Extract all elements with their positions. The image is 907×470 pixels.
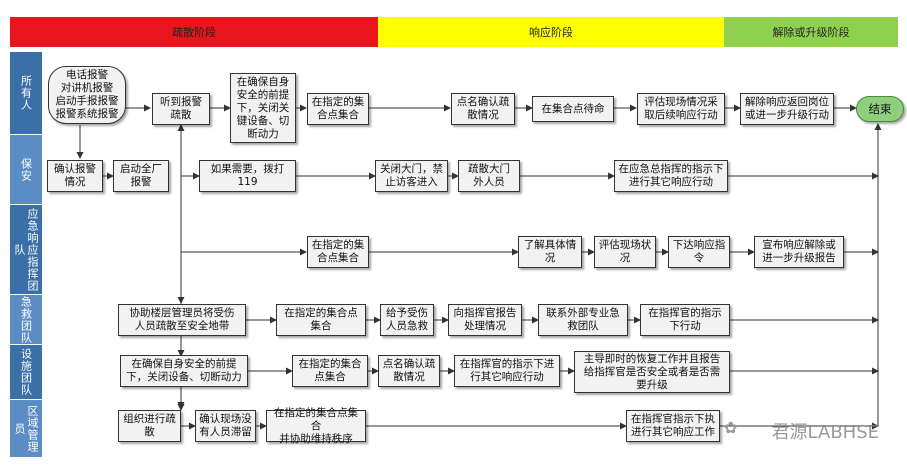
wait-at-assembly-node: 在集合点待命	[532, 96, 614, 122]
wechat-icon: ✿	[724, 418, 738, 437]
confirm-alarm-node: 确认报警 情况	[47, 160, 103, 192]
end-node: 结束	[856, 96, 904, 122]
security-follow-cmd-node: 在应急总指挥的指示下 进行其它响应行动	[614, 160, 728, 192]
fac-restore-node: 主导即时的恢复工作并且报告 给指挥官是否安全或者是否需 要升级	[574, 351, 730, 393]
cmd-gather-node: 在指定的集 合点集合	[307, 236, 369, 268]
cmd-order-node: 下达响应指 令	[668, 236, 730, 268]
phase-evacuation: 疏散阶段	[10, 17, 378, 47]
lane-area-manager: 区域管理员	[10, 400, 42, 458]
dial-119-node: 如果需要，拨打 119	[199, 160, 296, 192]
lane-everyone: 所有人	[10, 52, 42, 135]
cmd-announce-node: 宣布响应解除或 进一步升级报告	[754, 236, 844, 268]
cmd-understand-node: 了解具体情 况	[518, 236, 582, 268]
assess-site-node: 评估现场情况采 取后续响应行动	[637, 93, 725, 125]
gather-assembly-node: 在指定的集 合点集合	[307, 93, 369, 125]
phase-response: 响应阶段	[378, 17, 724, 47]
watermark-text: 君源LABHSE	[771, 422, 879, 443]
fac-shutdown-node: 在确保自身安全的前提 下，关闭设备、切断动力	[120, 355, 248, 387]
area-confirm-node: 确认现场没 有人员滞留	[195, 410, 256, 442]
fa-first-aid-node: 给予受伤 人员急救	[380, 304, 434, 336]
lane-facility-team: 设施团队	[10, 345, 42, 400]
area-organize-node: 组织进行疏 散	[118, 410, 181, 442]
lane-command-team: 应急响应指挥团队	[10, 205, 42, 295]
evacuate-outsiders-node: 疏散大门 外人员	[458, 160, 520, 192]
alarm-sources-node: 电话报警 对讲机报警 启动手报报警 报警系统报警	[48, 66, 126, 124]
roll-call-node: 点名确认疏 散情况	[451, 93, 515, 125]
phase-release-label: 解除或升级阶段	[772, 26, 850, 39]
release-or-escalate-node: 解除响应返回岗位 或进一步升级行动	[740, 93, 834, 125]
fac-follow-node: 在指挥官的指示下进 行其它响应行动	[454, 355, 560, 387]
area-gather-node: 在指定的集合点集合 并协助维持秩序	[266, 407, 366, 445]
phase-evacuation-label: 疏散阶段	[172, 26, 216, 39]
fa-gather-node: 在指定的集合点 集合	[276, 304, 366, 336]
ensure-safety-shutdown-node: 在确保自身 安全的前提 下，关闭关 键设备、切 断动力	[230, 73, 296, 143]
fa-assist-floor-node: 协助楼层管理员将受伤 人员疏散至安全地带	[118, 304, 246, 336]
fa-follow-node: 在指挥官的指示 下行动	[640, 304, 730, 336]
cmd-assess-node: 评估现场状 况	[594, 236, 656, 268]
area-follow-node: 在指挥官指示下执 进行其它响应工作	[626, 410, 720, 442]
fa-report-node: 向指挥官报告 处理情况	[448, 304, 522, 336]
close-gate-node: 关闭大门，禁 止访客进入	[375, 160, 448, 192]
fac-roll-call-node: 点名确认疏 散情况	[378, 355, 440, 387]
lane-first-aid-team: 急救团队	[10, 295, 42, 345]
lane-security: 保安	[10, 135, 42, 205]
hear-alarm-evacuate-node: 听到报警 疏散	[152, 93, 210, 125]
fac-gather-node: 在指定的集合 点集合	[292, 355, 368, 387]
activate-plant-alarm-node: 启动全厂 报警	[113, 160, 169, 192]
fa-contact-pro-node: 联系外部专业急 救团队	[538, 304, 628, 336]
phase-response-label: 响应阶段	[529, 26, 573, 39]
phase-release: 解除或升级阶段	[724, 17, 898, 47]
